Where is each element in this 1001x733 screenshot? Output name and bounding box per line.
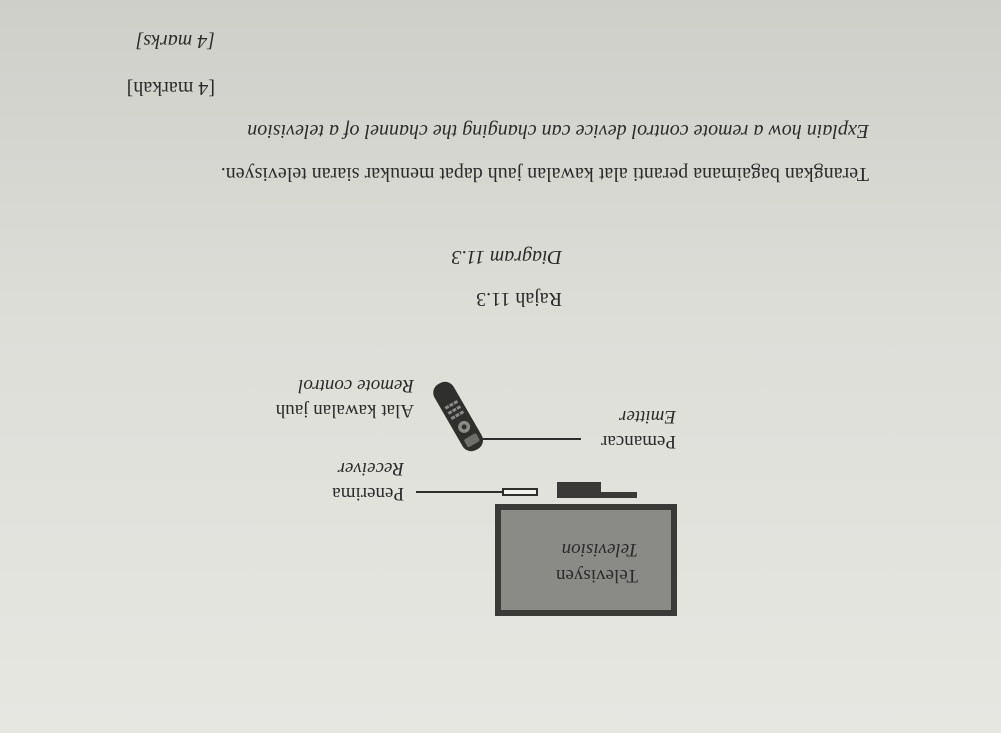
marks-en: [4 marks] <box>135 30 215 52</box>
television-top-block <box>557 482 601 494</box>
diagram-caption-en: Diagram 11.3 <box>451 246 562 268</box>
television-label-en: Television <box>561 539 638 560</box>
marks-ms: [4 markah] <box>126 77 215 99</box>
emitter-label-en: Emitter <box>619 406 676 427</box>
emitter-pointer-line <box>479 438 581 440</box>
remote-label-en: Remote control <box>298 375 414 396</box>
television-label-ms: Televisyen <box>555 565 638 586</box>
remote-label-ms: Alat kawalan jauh <box>275 400 414 421</box>
remote-control-icon <box>429 373 489 458</box>
diagram-caption-ms: Rajah 11.3 <box>476 288 562 310</box>
receiver-label-en: Receiver <box>337 458 404 479</box>
question-text-en: Explain how a remote control device can … <box>247 120 869 142</box>
emitter-label-ms: Pemancar <box>601 431 676 452</box>
television-screen <box>495 504 677 616</box>
question-text-ms: Terangkan bagaimana peranti alat kawalan… <box>220 163 869 185</box>
receiver-pointer-line <box>416 491 502 493</box>
receiver-sensor <box>502 488 538 496</box>
receiver-label-ms: Penerima <box>332 483 404 504</box>
